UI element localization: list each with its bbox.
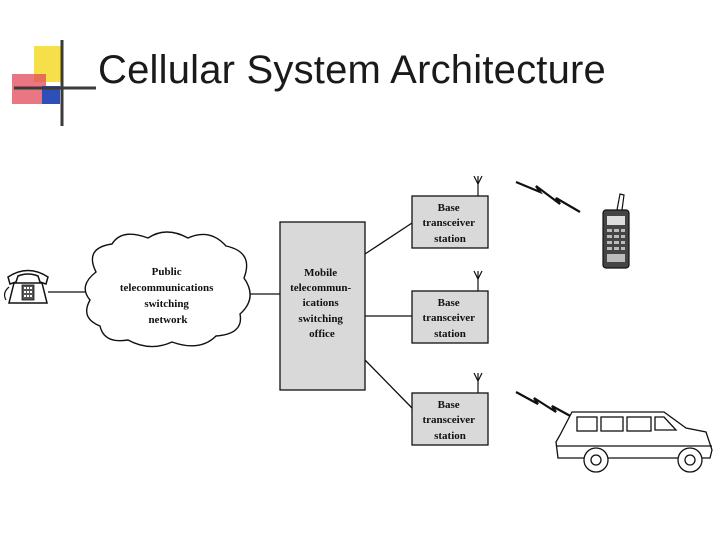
svg-text:Base transceiver: Base transceiver station	[422, 297, 477, 340]
mtso-label-line-3: ications	[303, 297, 340, 309]
base-station-2: Base transceiver station	[411, 270, 489, 344]
pstn-cloud: Public telecommunications switching netw…	[84, 231, 251, 348]
mtso-label-line-5: office	[309, 328, 335, 340]
base-station-3: Base transceiver station	[411, 372, 489, 446]
mobile-phone-icon	[602, 193, 630, 269]
bts3-label-line-1: Base	[438, 399, 460, 411]
mtso-label-line-2: telecommun-	[290, 282, 351, 294]
mtso-box: Mobile telecommun- ications switching of…	[279, 221, 366, 391]
mtso-to-bts3-line	[364, 359, 413, 409]
telephone-icon	[3, 269, 49, 304]
antenna-icon	[473, 175, 483, 196]
slide-logo	[12, 40, 96, 126]
pstn-label-line-1: Public	[152, 266, 182, 278]
pstn-label-line-3: switching	[144, 298, 189, 310]
architecture-diagram: Public telecommunications switching netw…	[3, 175, 713, 473]
car-icon	[555, 411, 713, 473]
base-station-1: Base transceiver station	[411, 175, 489, 249]
bts1-label-line-1: Base	[438, 202, 460, 214]
mtso-label-line-4: switching	[298, 313, 343, 325]
bts3-label-line-3: station	[434, 430, 466, 442]
svg-text:Mobile telecommun-: Mobile telecommun- ications switching of…	[290, 267, 354, 340]
svg-text:Public telecommunicati: Public telecommunications switching netw…	[120, 266, 216, 326]
radio-signal-icon	[515, 391, 575, 419]
pstn-label-line-2: telecommunications	[120, 282, 214, 294]
svg-text:Base transceiver: Base transceiver station	[422, 399, 477, 442]
bts2-label-line-2: transceiver	[422, 312, 475, 324]
bts1-label-line-2: transceiver	[422, 217, 475, 229]
antenna-icon	[473, 372, 483, 393]
svg-text:Base transceiver: Base transceiver station	[422, 202, 477, 245]
mtso-to-bts1-line	[364, 222, 413, 255]
bts2-label-line-1: Base	[438, 297, 460, 309]
antenna-icon	[473, 270, 483, 291]
bts1-label-line-3: station	[434, 233, 466, 245]
page-title: Cellular System Architecture	[98, 48, 607, 92]
radio-signal-icon	[515, 180, 581, 213]
pstn-label-line-4: network	[148, 314, 188, 326]
bts2-label-line-3: station	[434, 328, 466, 340]
mtso-label-line-1: Mobile	[304, 267, 337, 279]
bts3-label-line-2: transceiver	[422, 414, 475, 426]
